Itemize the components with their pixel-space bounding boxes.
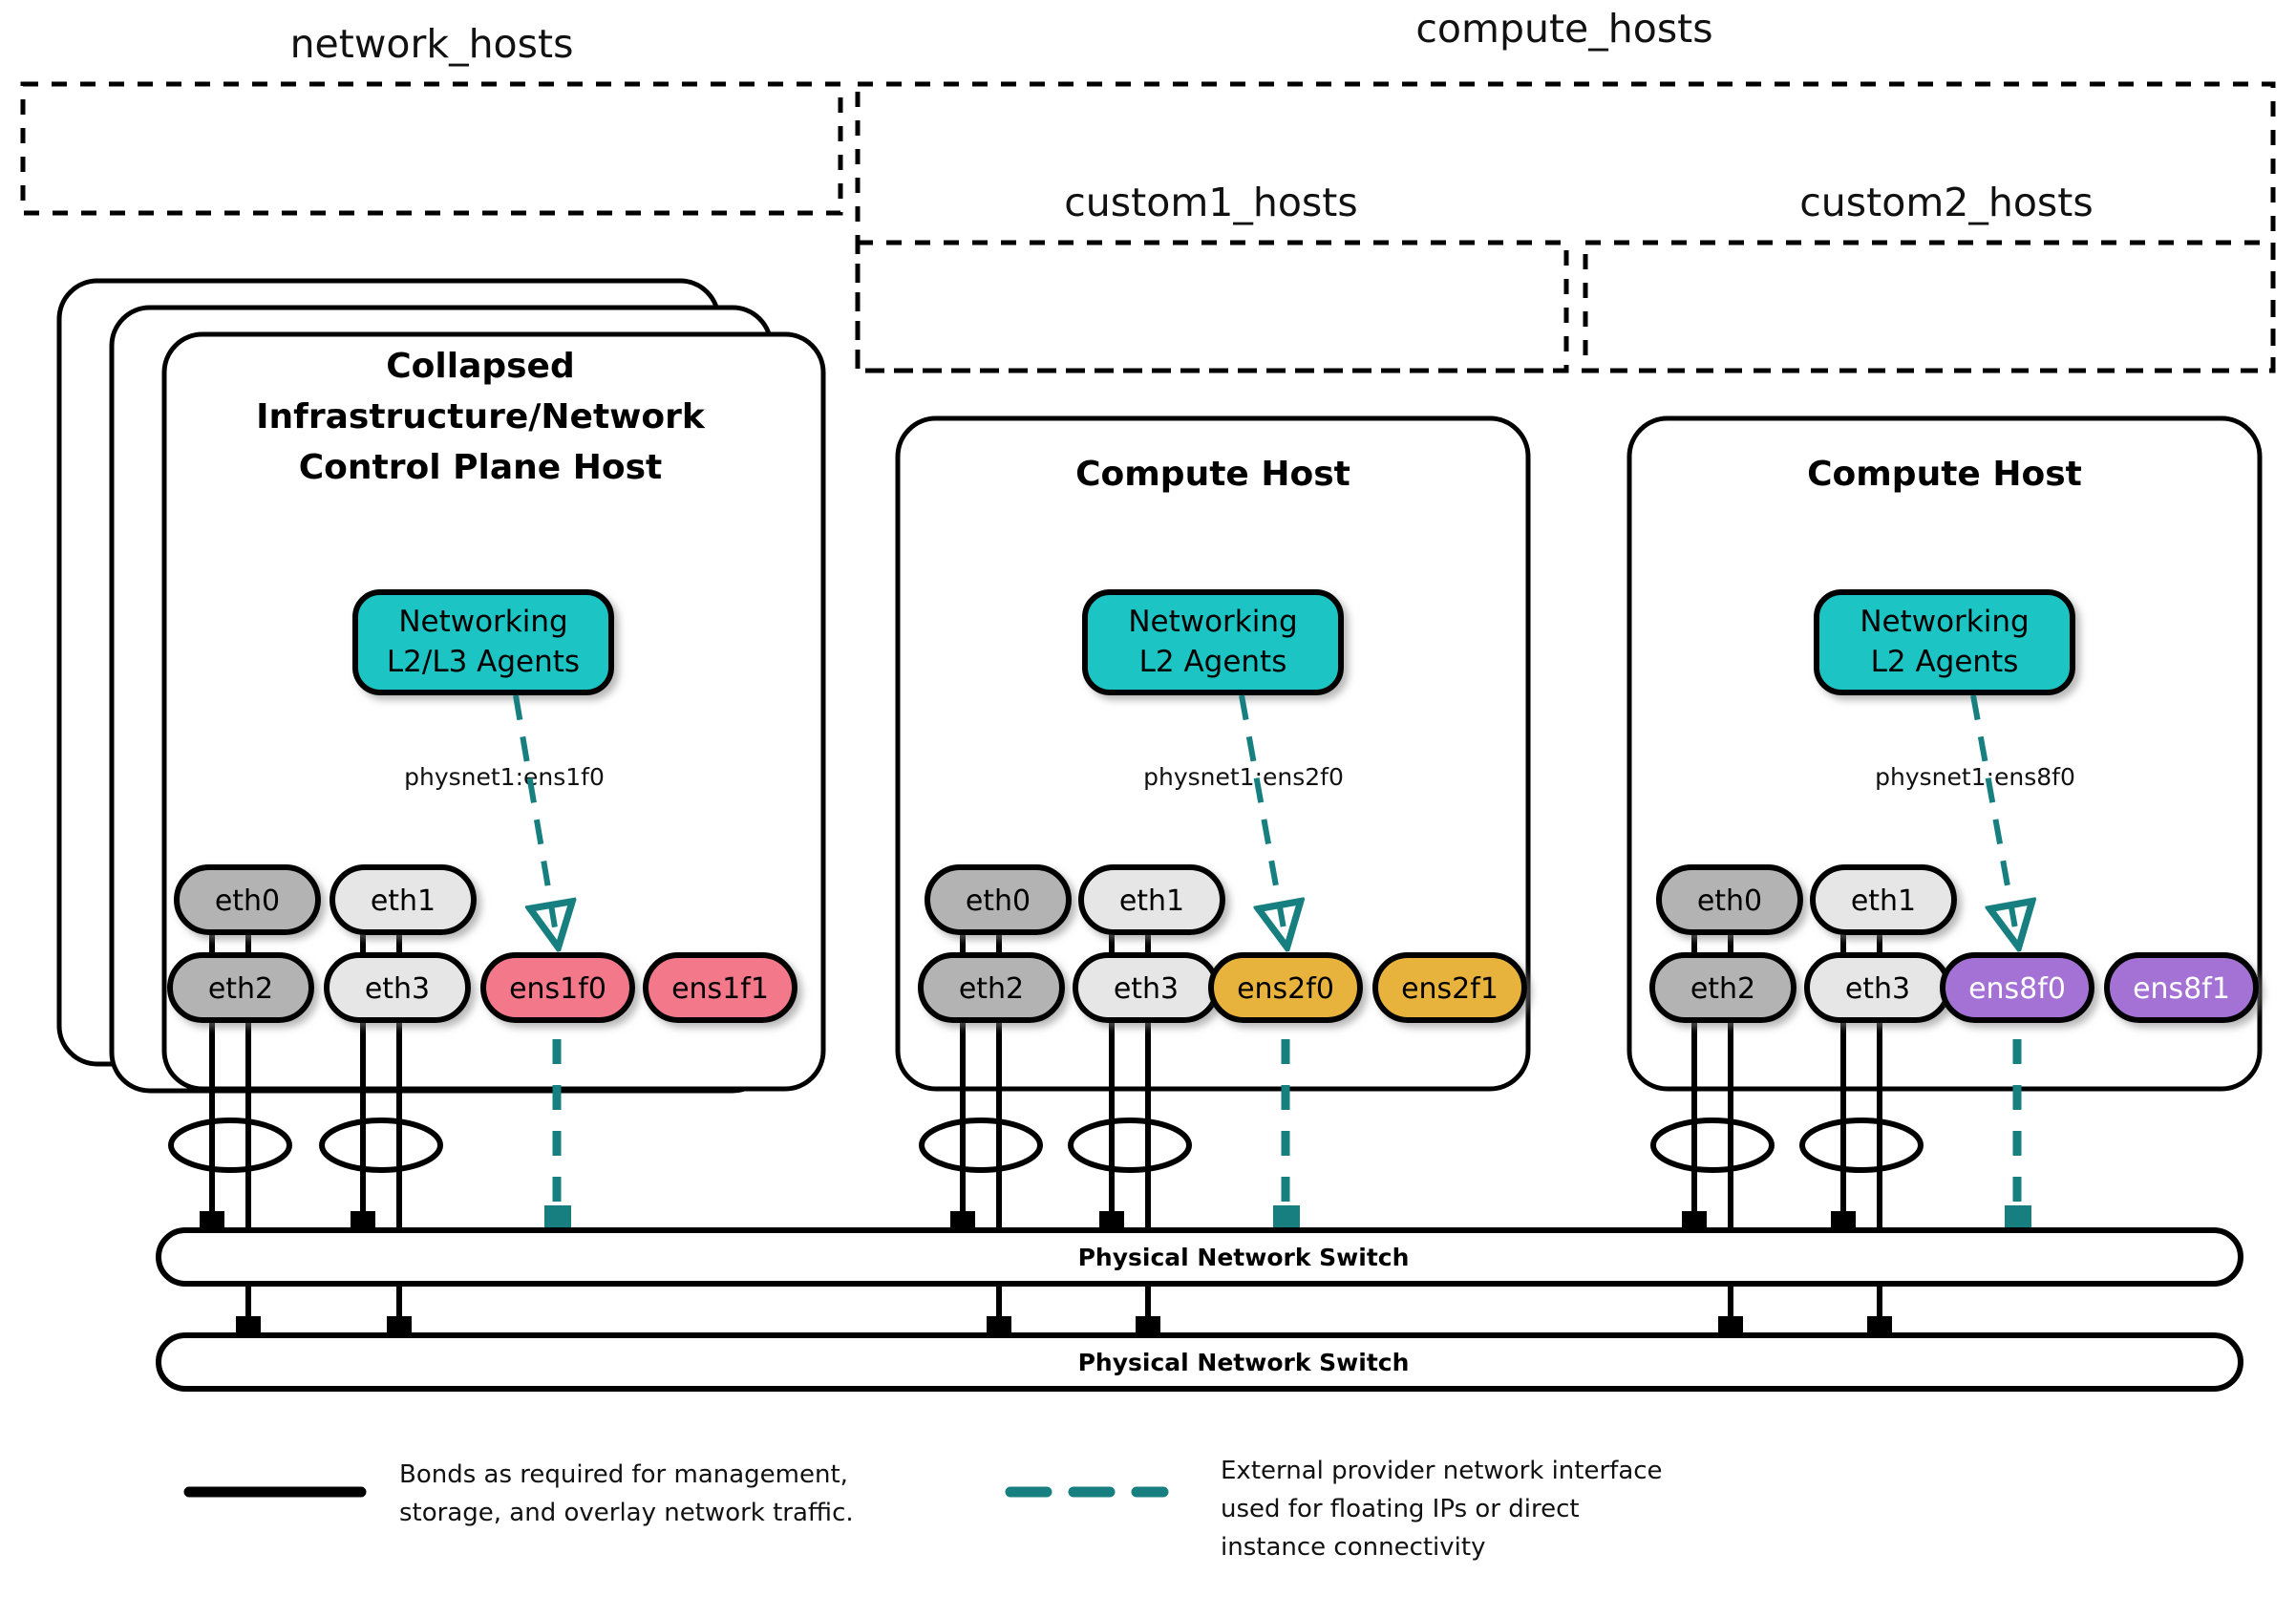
group-box-network-hosts: network_hosts: [20, 21, 843, 216]
group-label-custom1-hosts: custom1_hosts: [1064, 180, 1357, 225]
switch-label: Physical Network Switch: [1078, 1244, 1410, 1271]
switch-bar-2[interactable]: Physical Network Switch: [156, 1332, 2243, 1392]
nic-label: eth0: [1697, 884, 1762, 918]
bond-ellipse-host-2-a: [919, 1118, 1043, 1173]
host-title-line-3: Control Plane Host: [299, 448, 662, 487]
agent-node-compute-host-2[interactable]: Networking L2 Agents: [1814, 589, 2075, 695]
host-title-line-1: Compute Host: [1075, 455, 1350, 494]
nic-eth2-host-2[interactable]: eth2: [918, 952, 1065, 1023]
nic-label: ens1f0: [509, 972, 606, 1006]
nic-eth0-host-1[interactable]: eth0: [174, 864, 321, 935]
bond-ellipse-host-3-a: [1650, 1118, 1775, 1173]
nic-eth0-host-2[interactable]: eth0: [925, 864, 1072, 935]
nic-label: eth0: [215, 884, 280, 918]
agent-node-compute-host-1[interactable]: Networking L2 Agents: [1082, 589, 1344, 695]
nic-ens1f1-host-1[interactable]: ens1f1: [643, 952, 797, 1023]
legend-item-provider: External provider network interface used…: [1005, 1457, 1663, 1562]
group-box-custom2-hosts: custom2_hosts: [1583, 180, 2276, 373]
agent-node-collapsed-control-plane-host[interactable]: Networking L2/L3 Agents: [352, 589, 614, 695]
nic-eth1-host-2[interactable]: eth1: [1078, 864, 1225, 935]
nic-label: eth2: [1690, 972, 1755, 1006]
nic-eth0-host-3[interactable]: eth0: [1656, 864, 1803, 935]
legend-provider-line-1: External provider network interface: [1221, 1457, 1663, 1485]
nic-eth3-host-2[interactable]: eth3: [1073, 952, 1220, 1023]
nic-ens8f0-host-3[interactable]: ens8f0: [1940, 952, 2094, 1023]
nic-label: ens8f1: [2133, 972, 2230, 1006]
switch-bar-1[interactable]: Physical Network Switch: [156, 1227, 2243, 1287]
switch-label: Physical Network Switch: [1078, 1349, 1410, 1376]
nic-label: eth2: [208, 972, 273, 1006]
nic-eth2-host-3[interactable]: eth2: [1649, 952, 1796, 1023]
nic-label: eth1: [1851, 884, 1916, 918]
host-title-line-2: Infrastructure/Network: [256, 397, 706, 437]
nic-label: eth3: [365, 972, 430, 1006]
provider-port-host-3: [2005, 1205, 2031, 1230]
bond-ellipse-host-2-b: [1068, 1118, 1192, 1173]
nic-label: ens2f1: [1401, 972, 1499, 1006]
bond-ellipse-host-1-a: [168, 1118, 292, 1173]
legend-bond-line-2: storage, and overlay network traffic.: [399, 1499, 854, 1527]
group-label-compute-hosts: compute_hosts: [1415, 6, 1712, 52]
nic-label: ens8f0: [1968, 972, 2066, 1006]
bond-ellipse-host-1-b: [319, 1118, 443, 1173]
group-label-network-hosts: network_hosts: [290, 21, 574, 67]
nic-label: eth3: [1845, 972, 1910, 1006]
physnet-label-host-2: physnet1:ens2f0: [1143, 763, 1344, 791]
bond-ellipse-host-3-b: [1799, 1118, 1924, 1173]
nic-label: ens2f0: [1237, 972, 1334, 1006]
agent-label-line-1: Networking: [398, 605, 567, 639]
agent-label-line-2: L2 Agents: [1139, 645, 1287, 679]
legend-item-bond: Bonds as required for management, storag…: [183, 1460, 854, 1527]
host-title-line-1: Collapsed: [386, 347, 575, 386]
physnet-label-host-3: physnet1:ens8f0: [1875, 763, 2075, 791]
nic-ens2f1-host-2[interactable]: ens2f1: [1372, 952, 1527, 1023]
nic-label: eth2: [959, 972, 1024, 1006]
legend-bond-line-1: Bonds as required for management,: [399, 1460, 848, 1489]
nic-ens1f0-host-1[interactable]: ens1f0: [480, 952, 635, 1023]
nic-label: eth1: [371, 884, 436, 918]
host-box-collapsed-control-plane-host[interactable]: Collapsed Infrastructure/Network Control…: [161, 331, 826, 1092]
provider-port-host-1: [544, 1205, 571, 1230]
physnet-label-host-1: physnet1:ens1f0: [404, 763, 605, 791]
nic-eth2-host-1[interactable]: eth2: [167, 952, 314, 1023]
nic-label: eth0: [966, 884, 1031, 918]
nic-eth1-host-1[interactable]: eth1: [330, 864, 477, 935]
agent-label-line-1: Networking: [1860, 605, 2029, 639]
legend-provider-line-2: used for floating IPs or direct: [1221, 1495, 1580, 1523]
group-box-custom1-hosts: custom1_hosts: [855, 180, 1569, 373]
provider-port-host-2: [1273, 1205, 1300, 1230]
nic-label: ens1f1: [671, 972, 769, 1006]
nic-ens2f0-host-2[interactable]: ens2f0: [1208, 952, 1363, 1023]
group-label-custom2-hosts: custom2_hosts: [1799, 180, 2093, 225]
nic-eth1-host-3[interactable]: eth1: [1810, 864, 1957, 935]
legend-provider-line-3: instance connectivity: [1221, 1533, 1485, 1562]
nic-label: eth1: [1119, 884, 1184, 918]
agent-label-line-1: Networking: [1128, 605, 1297, 639]
agent-label-line-2: L2 Agents: [1871, 645, 2019, 679]
host-title-line-1: Compute Host: [1807, 455, 2082, 494]
nic-eth3-host-3[interactable]: eth3: [1804, 952, 1951, 1023]
nic-ens8f1-host-3[interactable]: ens8f1: [2104, 952, 2259, 1023]
nic-label: eth3: [1114, 972, 1179, 1006]
nic-eth3-host-1[interactable]: eth3: [324, 952, 471, 1023]
agent-label-line-2: L2/L3 Agents: [387, 645, 580, 679]
